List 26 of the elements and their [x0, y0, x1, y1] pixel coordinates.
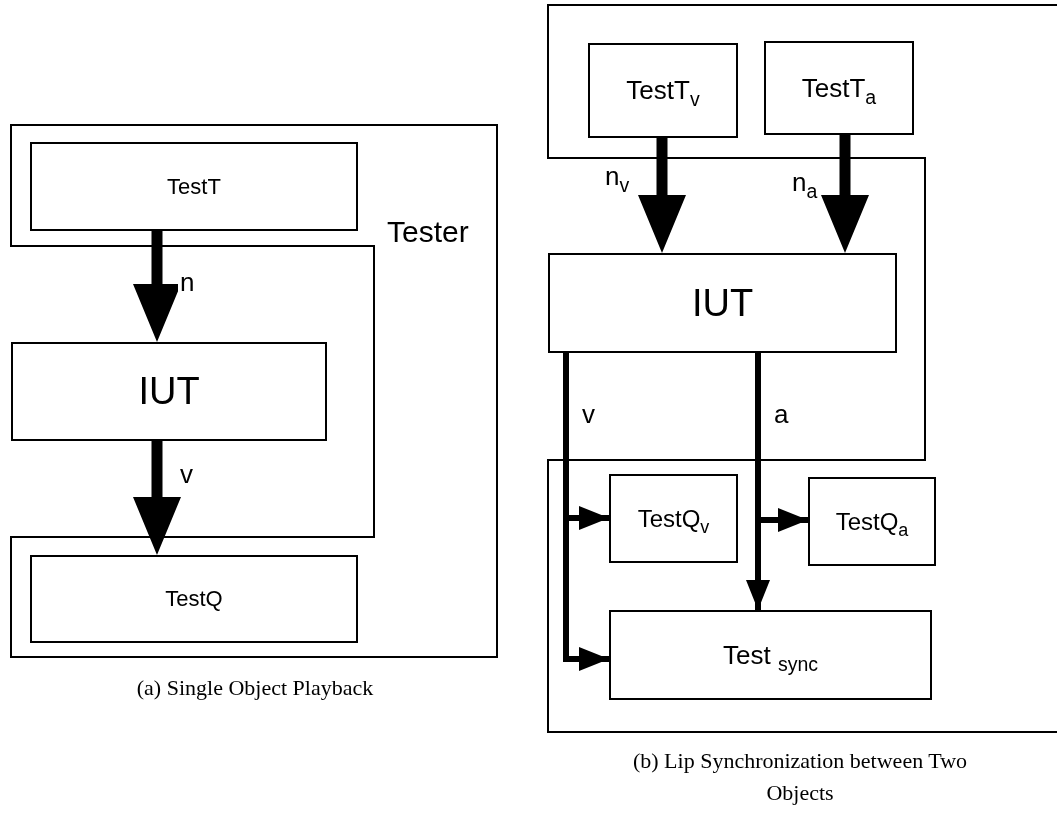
process-box [808, 477, 936, 566]
process-box [609, 474, 738, 563]
arrow [821, 135, 869, 253]
process-box [609, 610, 932, 700]
arrow [563, 353, 609, 671]
tester-frame [11, 125, 497, 658]
node-label: TestQ$_{v}$ [637, 504, 710, 533]
group-heading: Tester [387, 215, 469, 249]
node-label: TestT [167, 173, 221, 200]
node-label: IUT [138, 370, 200, 413]
node-label: IUT [691, 281, 754, 325]
node-label: TestT$_{v}$ [626, 75, 700, 106]
process-box [11, 342, 327, 441]
process-box [30, 142, 358, 231]
process-box [588, 43, 738, 138]
arrow [133, 441, 181, 555]
tester-frame [548, 5, 1057, 733]
figure-caption: (a) Single Object Playback [135, 674, 375, 702]
process-box [764, 41, 914, 135]
node-label: TestQ [165, 586, 223, 612]
node-label: TestQ$_{a}$ [835, 507, 909, 536]
arrow [133, 231, 181, 342]
process-box [30, 555, 358, 643]
figure-caption: (b) Lip Synchronization between Two Objects [631, 747, 969, 807]
arrow [638, 138, 686, 253]
node-label: TestT$_{a}$ [801, 72, 877, 104]
